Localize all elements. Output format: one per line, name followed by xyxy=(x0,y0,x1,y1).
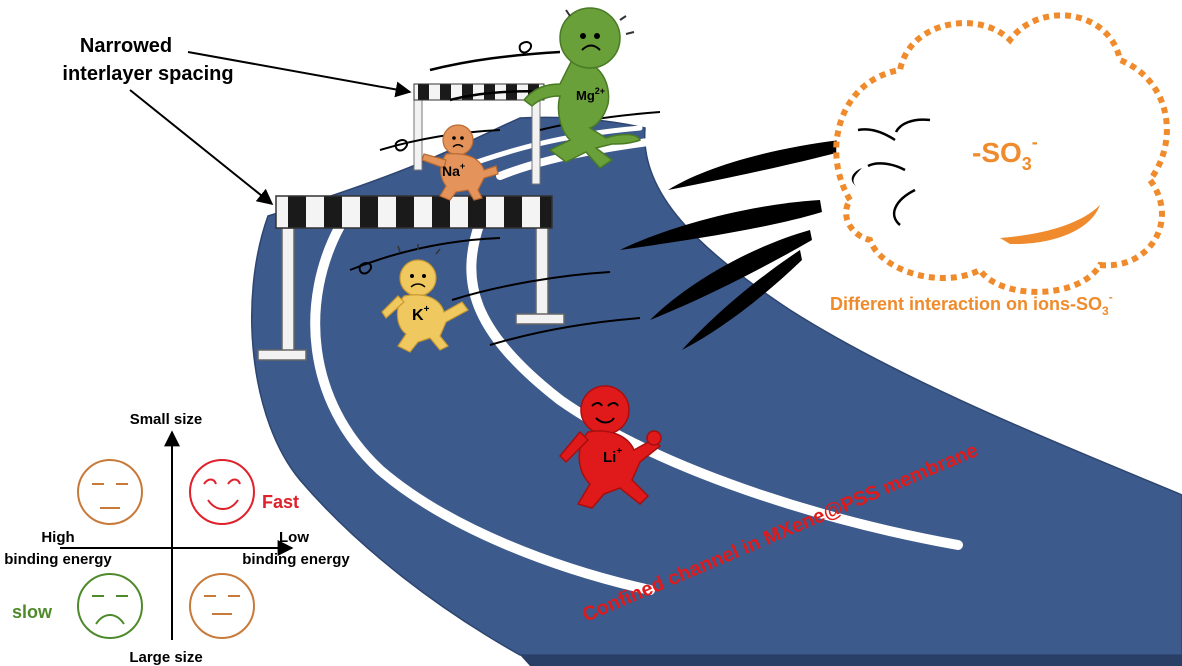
gust-curl xyxy=(394,139,408,152)
track-surface xyxy=(251,116,1182,656)
cloud-group-superscript: - xyxy=(1032,132,1038,152)
cloud-brow xyxy=(867,162,906,172)
mg-mouth xyxy=(581,44,601,51)
k-label: K+ xyxy=(412,304,430,324)
cloud-caption-main: Different interaction on ions-SO xyxy=(830,294,1102,314)
k-mouth xyxy=(410,283,426,288)
cloud-cheek xyxy=(892,188,916,226)
na-sup: + xyxy=(460,161,465,171)
runner-k: K+ xyxy=(381,244,469,353)
na-arm xyxy=(421,153,447,169)
k-head xyxy=(399,259,437,297)
k-base: K xyxy=(412,307,424,324)
mg-sweat xyxy=(565,9,635,35)
gust-mark xyxy=(682,250,802,350)
na-eye xyxy=(460,136,464,140)
gust-mark xyxy=(650,230,812,320)
li-base: Li xyxy=(603,449,616,466)
quadrant-left-line1: High xyxy=(41,529,74,546)
quadrant-slow-label: slow xyxy=(12,602,53,622)
mg-eye xyxy=(594,33,600,39)
mg-eye xyxy=(580,33,586,39)
quadrant-right-line1: Low xyxy=(279,529,309,546)
cloud-cheek xyxy=(894,118,931,133)
annotation-line1: Narrowed xyxy=(80,35,172,57)
na-eye xyxy=(452,136,456,140)
runner-mg: Mg2+ xyxy=(522,7,642,169)
gust-curl xyxy=(358,262,372,275)
li-arm xyxy=(558,430,590,464)
hurdle-front-leg-right xyxy=(535,219,549,321)
cloud-caption-sub: 3 xyxy=(1102,304,1109,318)
cloud-brow xyxy=(857,128,896,142)
gust-line xyxy=(451,271,611,301)
na-base: Na xyxy=(442,163,460,179)
cloud-mouth xyxy=(851,168,862,186)
cloud-group-label: -SO3- xyxy=(972,132,1038,174)
gust-line xyxy=(379,129,501,151)
sulfonate-cloud: -SO3- Different interaction on ions-SO3- xyxy=(830,12,1170,318)
hurdle-front-foot-left xyxy=(257,349,307,361)
runner-li: Li+ xyxy=(558,385,662,509)
li-label: Li+ xyxy=(603,446,622,466)
quadrant-bottom-label: Large size xyxy=(129,649,202,666)
k-eye xyxy=(410,274,414,278)
lane-line-outer xyxy=(310,221,655,595)
na-mouth xyxy=(452,144,464,148)
neutral-face-icon xyxy=(77,459,143,525)
quadrant-top-label: Small size xyxy=(130,411,203,428)
cloud-caption: Different interaction on ions-SO3- xyxy=(830,290,1113,318)
mg-head xyxy=(559,7,621,69)
li-eye xyxy=(591,402,603,407)
k-sweat xyxy=(397,244,441,255)
mg-body xyxy=(522,59,642,169)
na-label: Na+ xyxy=(442,161,465,179)
annotation-line2: interlayer spacing xyxy=(62,63,233,85)
quadrant-fast-label: Fast xyxy=(262,492,299,512)
hurdle-front-leg-left xyxy=(281,227,295,357)
cloud-shadow xyxy=(1000,205,1100,245)
li-head xyxy=(580,385,630,435)
quadrant-diagram: Small size Large size High binding energ… xyxy=(4,411,350,666)
gust-mark xyxy=(620,200,822,250)
k-body xyxy=(396,294,469,353)
quadrant-left-line2: binding energy xyxy=(4,551,112,568)
k-eye xyxy=(422,274,426,278)
gust-mark xyxy=(668,140,840,190)
cloud-group-subscript: 3 xyxy=(1022,154,1032,174)
li-hand xyxy=(646,430,662,446)
narrowed-spacing-annotation: Narrowed interlayer spacing xyxy=(62,35,412,206)
track-edge xyxy=(520,655,1182,666)
k-sup: + xyxy=(424,304,430,315)
hurdle-front-foot-right xyxy=(515,313,565,325)
gust-curl xyxy=(518,41,532,54)
wind-gusts xyxy=(349,41,840,350)
hurdle-front-bar xyxy=(275,195,553,229)
gust-line xyxy=(489,317,641,346)
annotation-arrow-lower xyxy=(129,89,274,206)
li-eye xyxy=(607,402,619,407)
na-head xyxy=(442,124,474,156)
k-arm xyxy=(381,295,405,319)
neutral-face-icon xyxy=(189,573,255,639)
hurdle-front xyxy=(257,195,565,361)
mg-label: Mg2+ xyxy=(576,86,605,103)
sad-face-icon xyxy=(77,573,143,639)
li-body xyxy=(576,430,662,509)
runner-na: Na+ xyxy=(421,124,499,201)
happy-face-icon xyxy=(189,459,255,525)
hurdle-back-leg-left xyxy=(413,97,423,171)
annotation-arrow-upper xyxy=(187,51,412,98)
quadrant-right-line2: binding energy xyxy=(242,551,350,568)
cloud-group-base: -SO xyxy=(972,137,1022,168)
mg-sup: 2+ xyxy=(595,86,605,96)
li-sup: + xyxy=(616,446,622,457)
mg-base: Mg xyxy=(576,88,595,103)
na-body xyxy=(439,153,499,201)
gust-line xyxy=(429,50,561,72)
li-mouth xyxy=(595,417,615,424)
cloud-caption-sup: - xyxy=(1109,290,1113,304)
